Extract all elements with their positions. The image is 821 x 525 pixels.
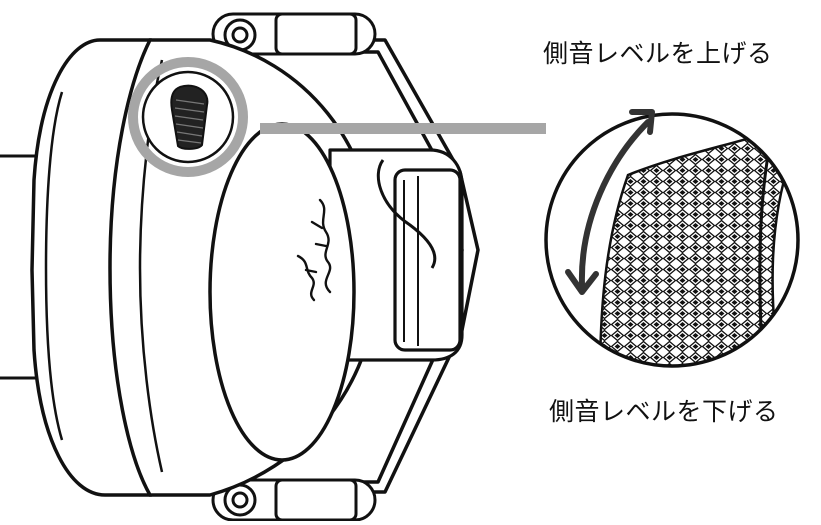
double-headed-arrow-icon	[565, 109, 655, 295]
lower-sidetone-label: 側音レベルを下げる	[549, 397, 779, 426]
yoke-arm	[328, 148, 464, 362]
razer-snake-logo	[296, 198, 332, 302]
raise-sidetone-label: 側音レベルを上げる	[543, 39, 773, 68]
sidetone-dial-small	[128, 57, 248, 177]
top-hinge	[211, 12, 377, 56]
bottom-hinge	[211, 478, 377, 522]
callout-connector	[260, 123, 546, 134]
ear-cup-plate	[208, 122, 356, 462]
